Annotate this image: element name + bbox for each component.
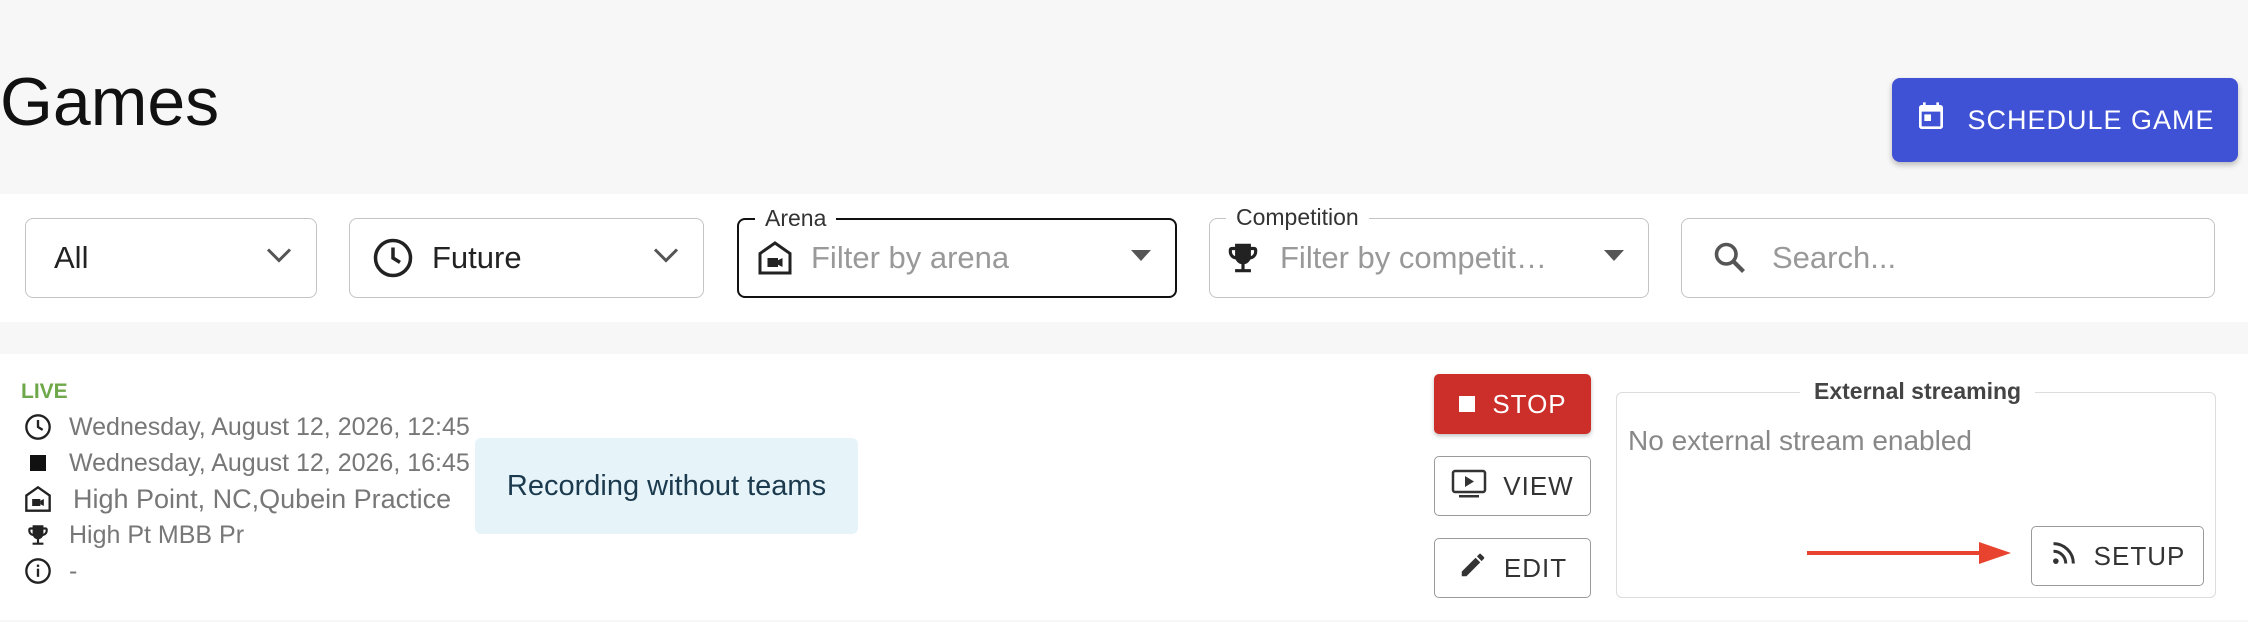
pencil-icon xyxy=(1458,550,1488,587)
time-filter-value: Future xyxy=(432,240,522,275)
chevron-down-icon xyxy=(653,248,679,269)
edit-button[interactable]: EDIT xyxy=(1434,538,1591,598)
competition-filter-legend: Competition xyxy=(1226,203,1369,231)
search-placeholder: Search... xyxy=(1772,240,1897,275)
stop-button[interactable]: STOP xyxy=(1434,374,1591,434)
stop-icon xyxy=(1458,389,1476,420)
stream-setup-button[interactable]: SETUP xyxy=(2031,526,2204,586)
arena-icon xyxy=(21,485,55,513)
status-badge: LIVE xyxy=(21,380,68,403)
search-icon xyxy=(1712,240,1748,276)
chevron-down-icon xyxy=(266,248,292,269)
clock-icon xyxy=(372,237,414,279)
competition-filter-placeholder: Filter by competit… xyxy=(1280,240,1548,275)
arena-filter-select[interactable]: Arena Filter by arena xyxy=(737,204,1177,298)
external-streaming-title: External streaming xyxy=(1800,378,2036,405)
game-arena-name: High Point, NC,Qubein Practice xyxy=(73,483,452,514)
time-filter-select[interactable]: Future xyxy=(349,218,704,298)
search-input[interactable]: Search... xyxy=(1681,218,2215,298)
caret-down-icon xyxy=(1131,249,1151,267)
game-competition-row: High Pt MBB Pr xyxy=(21,518,244,552)
trophy-icon xyxy=(21,522,55,548)
edit-label: EDIT xyxy=(1503,552,1568,583)
stop-label: STOP xyxy=(1492,388,1567,419)
type-filter-value: All xyxy=(54,240,89,275)
stop-square-icon xyxy=(21,454,55,472)
recording-mode-badge: Recording without teams xyxy=(475,438,858,534)
external-streaming-status: No external stream enabled xyxy=(1628,425,1972,456)
game-end-time: Wednesday, August 12, 2026, 16:45 xyxy=(69,448,470,477)
schedule-game-label: SCHEDULE GAME xyxy=(1967,104,2215,135)
trophy-icon xyxy=(1224,239,1262,277)
schedule-game-button[interactable]: SCHEDULE GAME xyxy=(1892,78,2238,162)
game-competition-name: High Pt MBB Pr xyxy=(69,520,245,549)
annotation-arrow xyxy=(1807,542,2011,564)
info-icon xyxy=(21,557,55,585)
game-start-row: Wednesday, August 12, 2026, 12:45 xyxy=(21,410,470,444)
calendar-icon xyxy=(1915,100,1947,141)
play-screen-icon xyxy=(1451,468,1487,505)
caret-down-icon xyxy=(1604,249,1624,267)
competition-filter-select[interactable]: Competition Filter by competit… xyxy=(1209,203,1649,298)
arena-icon xyxy=(757,240,793,276)
arena-filter-legend: Arena xyxy=(755,204,837,232)
view-button[interactable]: VIEW xyxy=(1434,456,1591,516)
setup-label: SETUP xyxy=(2093,540,2186,571)
game-arena-row: High Point, NC,Qubein Practice xyxy=(21,482,451,516)
arena-filter-placeholder: Filter by arena xyxy=(811,240,1010,275)
view-label: VIEW xyxy=(1503,470,1574,501)
game-start-time: Wednesday, August 12, 2026, 12:45 xyxy=(69,412,470,441)
game-info-row: - xyxy=(21,554,77,588)
page-title: Games xyxy=(0,64,220,140)
clock-icon xyxy=(21,413,55,441)
rss-feed-icon xyxy=(2050,539,2078,574)
type-filter-select[interactable]: All xyxy=(25,218,317,298)
game-end-row: Wednesday, August 12, 2026, 16:45 xyxy=(21,446,470,480)
game-info-text: - xyxy=(69,556,78,585)
